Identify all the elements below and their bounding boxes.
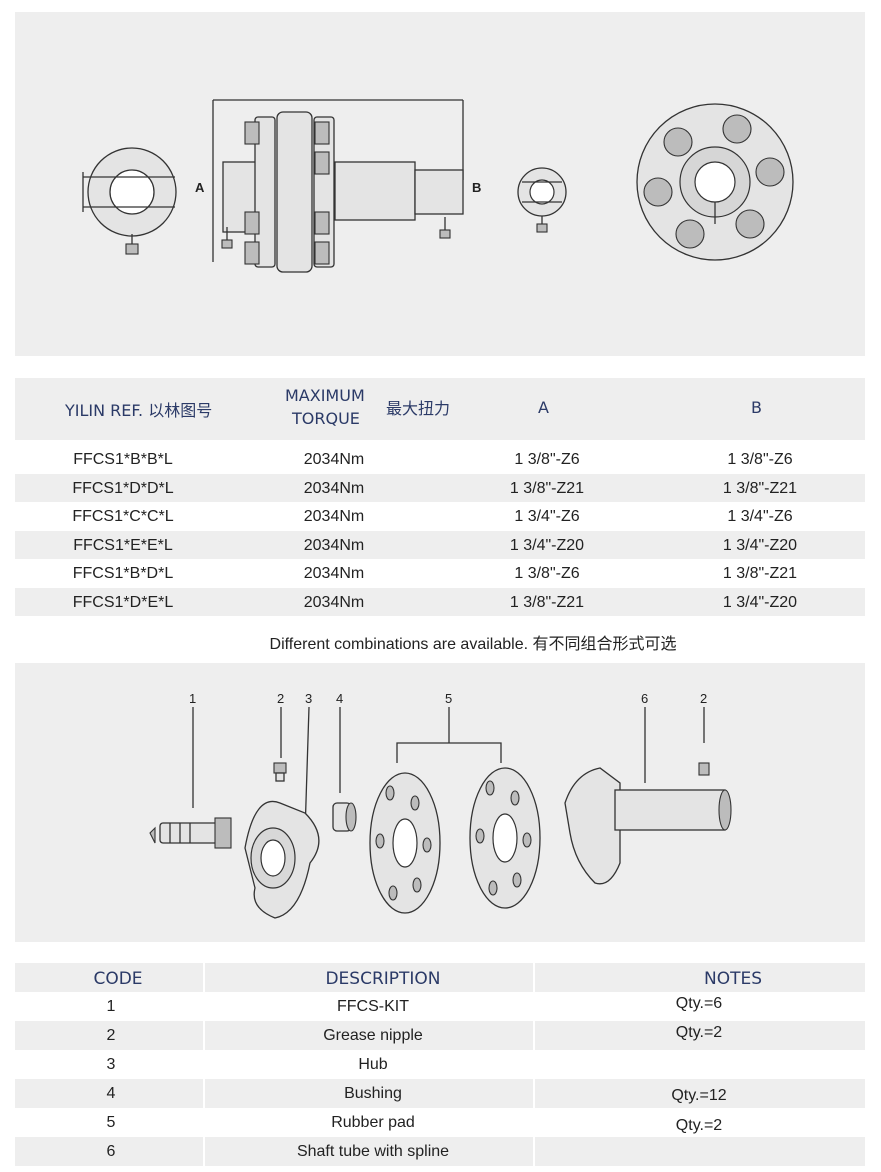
header-description: DESCRIPTION xyxy=(325,969,441,989)
cell-torque: 2034Nm xyxy=(303,593,365,611)
exploded-view-panel: 1 2 3 4 5 6 2 xyxy=(15,663,865,942)
cell-code: 5 xyxy=(106,1114,116,1131)
cell-notes: Qty.=6 xyxy=(675,995,723,1012)
technical-drawing-panel: A B xyxy=(15,12,865,356)
spec-row: FFCS1*E*E*L 2034Nm 1 3/4"-Z20 1 3/4"-Z20 xyxy=(15,530,865,559)
bolt-part xyxy=(149,817,232,849)
dimension-label-b: B xyxy=(472,180,481,195)
callout-6: 6 xyxy=(641,691,648,706)
cell-description: FFCS-KIT xyxy=(337,998,409,1015)
cell-torque: 2034Nm xyxy=(303,565,365,582)
cell-torque: 2034Nm xyxy=(303,536,365,554)
cell-code: 1 xyxy=(106,998,116,1015)
end-view-a xyxy=(82,147,177,255)
spec-row: FFCS1*D*E*L 2034Nm 1 3/8"-Z21 1 3/4"-Z20 xyxy=(15,587,865,616)
header-ref: YILIN REF. 以林图号 xyxy=(65,401,213,420)
callout-5: 5 xyxy=(445,691,452,706)
cell-ref: FFCS1*B*D*L xyxy=(72,565,174,582)
cell-b: 1 3/4"-Z6 xyxy=(727,508,793,525)
cell-ref: FFCS1*B*B*L xyxy=(73,451,173,468)
header-a: A xyxy=(538,398,549,417)
callout-1: 1 xyxy=(189,691,196,706)
cell-notes: Qty.=2 xyxy=(675,1117,723,1134)
cell-code: 6 xyxy=(106,1143,116,1160)
cell-b: 1 3/4"-Z20 xyxy=(722,536,798,554)
header-b: B xyxy=(751,398,762,417)
callout-2b: 2 xyxy=(700,691,707,706)
side-view: A B xyxy=(195,99,481,273)
cell-torque: 2034Nm xyxy=(303,479,365,497)
spec-row: FFCS1*C*C*L 2034Nm 1 3/4"-Z6 1 3/4"-Z6 xyxy=(15,502,865,531)
cell-notes: Qty.=12 xyxy=(671,1087,727,1104)
spec-row: FFCS1*B*B*L 2034Nm 1 3/8"-Z6 1 3/8"-Z6 xyxy=(15,445,865,474)
parts-row: 3 Hub xyxy=(15,1050,865,1079)
front-view xyxy=(636,103,794,261)
spec-table-header: YILIN REF. 以林图号 MAXIMUM TORQUE 最大扭力 A B xyxy=(15,378,865,440)
callout-2: 2 xyxy=(277,691,284,706)
cell-description: Bushing xyxy=(344,1085,402,1102)
cell-b: 1 3/4"-Z20 xyxy=(722,593,798,611)
cell-b: 1 3/8"-Z21 xyxy=(722,565,798,582)
parts-table: CODE DESCRIPTION NOTES 1 FFCS-KIT Qty.=6… xyxy=(15,963,865,1166)
cell-ref: FFCS1*E*E*L xyxy=(73,536,173,554)
cell-a: 1 3/8"-Z6 xyxy=(514,565,580,582)
parts-row: 5 Rubber pad Qty.=2 xyxy=(15,1108,865,1137)
header-torque-line2: TORQUE xyxy=(292,409,360,428)
cell-description: Grease nipple xyxy=(323,1027,423,1044)
spec-row: FFCS1*B*D*L 2034Nm 1 3/8"-Z6 1 3/8"-Z21 xyxy=(15,559,865,588)
cell-code: 2 xyxy=(106,1027,116,1044)
hub-part xyxy=(244,800,320,919)
coupling-drawing: A B xyxy=(82,99,794,273)
callout-3: 3 xyxy=(305,691,312,706)
cell-ref: FFCS1*C*C*L xyxy=(72,508,174,525)
header-notes: NOTES xyxy=(703,969,763,989)
cell-b: 1 3/8"-Z21 xyxy=(722,479,798,497)
rubber-pad-part xyxy=(369,767,541,914)
parts-row: 6 Shaft tube with spline xyxy=(15,1137,865,1166)
parts-row: 4 Bushing Qty.=12 xyxy=(15,1079,865,1108)
shaft-tube-part xyxy=(564,762,732,885)
dimension-label-a: A xyxy=(195,180,205,195)
cell-code: 4 xyxy=(106,1085,116,1102)
cell-ref: FFCS1*D*D*L xyxy=(72,479,174,497)
cell-a: 1 3/8"-Z21 xyxy=(509,593,585,611)
grease-nipple-part xyxy=(273,762,287,782)
header-code: CODE xyxy=(93,969,143,989)
bushing-part xyxy=(332,802,357,832)
header-torque-cn: 最大扭力 xyxy=(386,399,451,418)
cell-code: 3 xyxy=(106,1056,116,1073)
cell-notes: Qty.=2 xyxy=(675,1024,723,1041)
spec-row: FFCS1*D*D*L 2034Nm 1 3/8"-Z21 1 3/8"-Z21 xyxy=(15,473,865,502)
callout-4: 4 xyxy=(336,691,343,706)
exploded-view-drawing: 1 2 3 4 5 6 2 xyxy=(149,691,732,919)
cell-description: Shaft tube with spline xyxy=(296,1143,450,1160)
parts-row: 2 Grease nipple Qty.=2 xyxy=(15,1021,865,1050)
cell-torque: 2034Nm xyxy=(303,508,365,525)
cell-torque: 2034Nm xyxy=(303,451,365,468)
cell-a: 1 3/4"-Z6 xyxy=(514,508,580,525)
combinations-note: Different combinations are available. 有不… xyxy=(269,636,677,653)
cell-a: 1 3/8"-Z6 xyxy=(514,451,580,468)
cell-description: Hub xyxy=(358,1056,388,1073)
cell-ref: FFCS1*D*E*L xyxy=(72,593,174,611)
parts-table-header: CODE DESCRIPTION NOTES xyxy=(15,963,865,992)
spec-table: YILIN REF. 以林图号 MAXIMUM TORQUE 最大扭力 A B … xyxy=(15,378,865,616)
header-torque-line1: MAXIMUM xyxy=(285,386,365,405)
end-view-b xyxy=(517,167,567,233)
cell-a: 1 3/4"-Z20 xyxy=(509,536,585,554)
parts-row: 1 FFCS-KIT Qty.=6 xyxy=(15,992,865,1021)
cell-b: 1 3/8"-Z6 xyxy=(727,451,793,468)
cell-a: 1 3/8"-Z21 xyxy=(509,479,585,497)
cell-description: Rubber pad xyxy=(331,1114,415,1131)
